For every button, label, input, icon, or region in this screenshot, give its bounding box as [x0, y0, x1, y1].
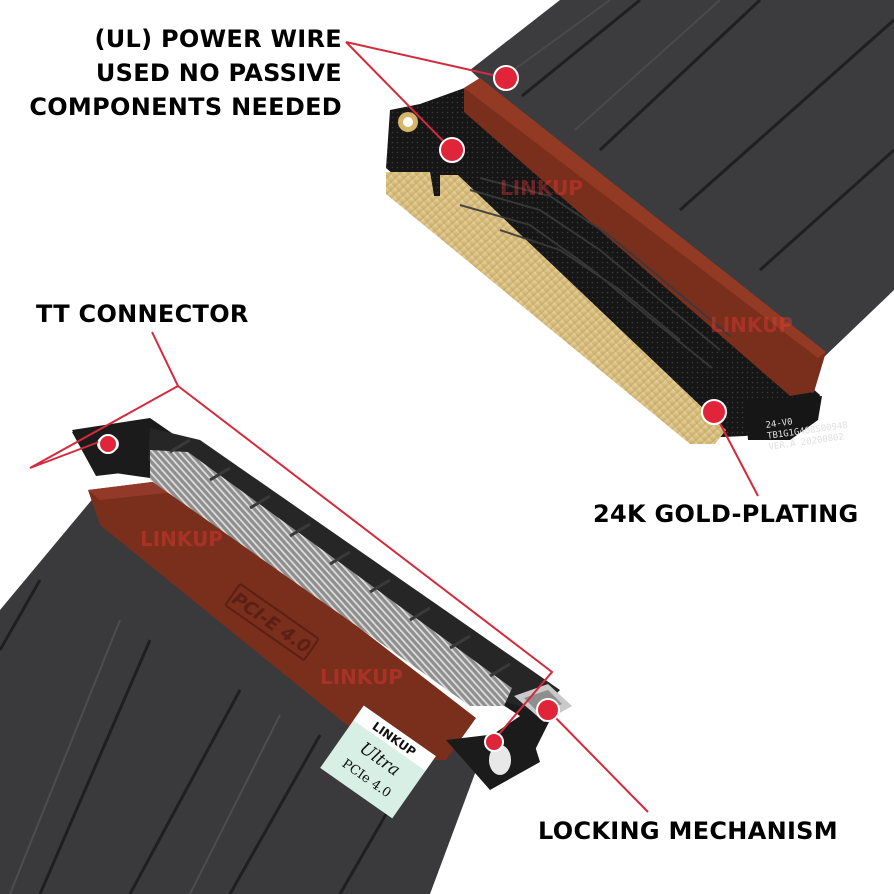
- red-dot-icon: [484, 732, 504, 752]
- callout-tt-connector: TT CONNECTOR: [36, 300, 249, 328]
- callout-power-line-1: (UL) POWER WIRE: [94, 25, 342, 53]
- watermarks: LINKUP LINKUP LINKUP LINKUP: [140, 176, 793, 689]
- red-dot-icon: [701, 399, 727, 425]
- bottom-sleeve: [88, 480, 476, 760]
- red-dot-icon: [493, 65, 519, 91]
- red-dot-icon: [439, 137, 465, 163]
- product-sticker: LINKUP Ultra PCIe 4.0: [320, 705, 436, 819]
- watermark: LINKUP: [500, 176, 583, 200]
- red-dot-icon: [536, 698, 560, 722]
- top-sleeve: [464, 78, 826, 396]
- watermark: LINKUP: [320, 665, 403, 689]
- callout-power-wire: (UL) POWER WIRE USED NO PASSIVE COMPONEN…: [29, 22, 342, 124]
- callout-lines: [29, 41, 759, 813]
- screw-hole-icon: [489, 745, 511, 775]
- top-flat-cable: [470, 0, 894, 380]
- callout-gold-plating: 24K GOLD-PLATING: [593, 500, 859, 528]
- watermark: LINKUP: [140, 527, 223, 551]
- callout-markers: [98, 65, 727, 752]
- callout-power-line-3: COMPONENTS NEEDED: [29, 93, 342, 121]
- red-dot-icon: [98, 434, 118, 454]
- gold-finger-contacts: [386, 172, 726, 444]
- top-pcb-connector: [386, 78, 826, 444]
- watermark: LINKUP: [710, 313, 793, 337]
- callout-power-line-2: USED NO PASSIVE: [95, 59, 342, 87]
- callout-locking-mechanism: LOCKING MECHANISM: [538, 817, 838, 845]
- slot-contact-pins: [150, 450, 512, 706]
- pcb-print-line: 24-V0: [765, 417, 793, 431]
